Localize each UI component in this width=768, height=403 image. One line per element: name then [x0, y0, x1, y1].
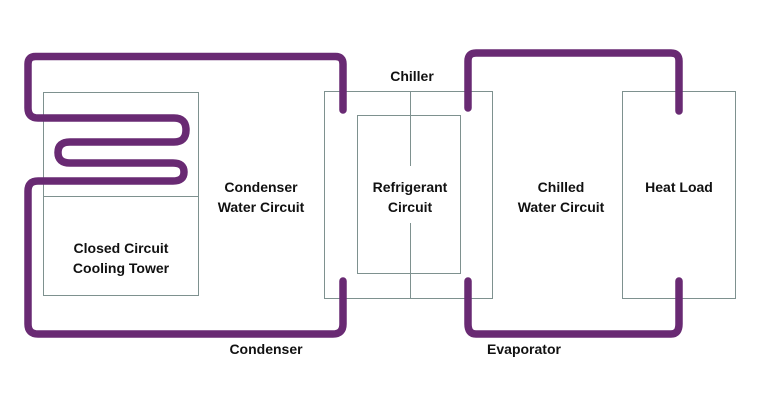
chiller-center-line-top	[410, 91, 411, 166]
condenser-water-circuit-label-line2: Water Circuit	[217, 199, 305, 215]
refrigerant-circuit-box	[357, 115, 461, 274]
chilled-water-circuit-label: Chilled Water Circuit	[518, 177, 605, 217]
chilled-water-circuit-label-line1: Chilled	[537, 179, 585, 195]
cooling-tower-label-line2: Cooling Tower	[72, 260, 170, 276]
refrigerant-circuit-label-line2: Circuit	[387, 199, 433, 215]
chilled-water-circuit-label-line2: Water Circuit	[517, 199, 605, 215]
condenser-label: Condenser	[229, 341, 303, 357]
chiller-center-line-bottom	[410, 223, 411, 299]
heat-load-label: Heat Load	[645, 179, 713, 195]
chiller-label: Chiller	[390, 68, 434, 84]
evaporator-label: Evaporator	[487, 341, 561, 357]
condenser-water-circuit-label-line1: Condenser	[224, 179, 298, 195]
cooling-tower-label-line1: Closed Circuit	[73, 240, 169, 256]
refrigerant-circuit-label: Refrigerant Circuit	[373, 177, 448, 217]
cooling-tower-label: Closed Circuit Cooling Tower	[73, 238, 169, 278]
condenser-water-circuit-label: Condenser Water Circuit	[218, 177, 305, 217]
cooling-tower-divider	[44, 196, 198, 197]
refrigerant-circuit-label-line1: Refrigerant	[372, 179, 448, 195]
